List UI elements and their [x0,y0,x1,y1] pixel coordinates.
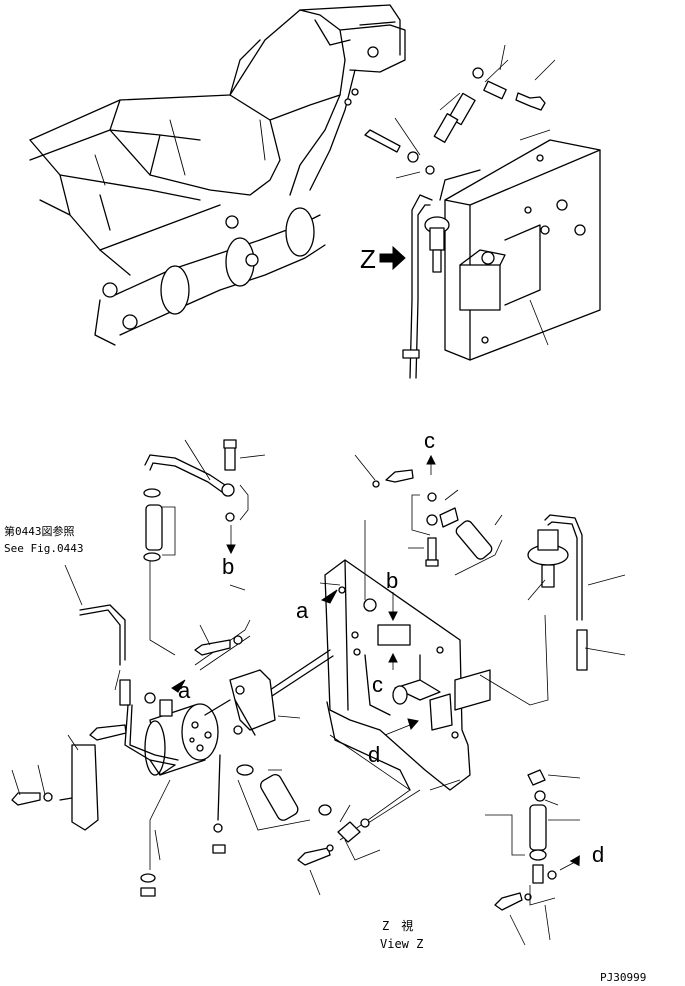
callout-a-mid: a [296,598,309,623]
a-arrow-mid-icon [320,589,338,604]
bolts-left [11,624,243,831]
callout-c-top: c [424,428,435,453]
harness-left [64,564,179,766]
mounting-plate-top [444,139,601,361]
machine-frame [29,4,406,276]
arrow-down-icon [388,611,398,622]
drawing-code: PJ30999 [600,971,646,984]
d-arrow-shaft [559,861,576,871]
callout-d-right: d [592,842,604,867]
arrow-right-icon [569,855,580,867]
hose-assembly-right-top [354,454,503,576]
arrow-up-icon [388,652,398,663]
bolts-bottom-center [297,804,381,896]
arrow-down-icon [226,544,236,555]
view-arrow-icon [379,245,406,271]
starter-solenoid [144,699,221,821]
reference-en: See Fig.0443 [4,542,83,555]
mounting-plate-view-z [324,559,491,791]
callout-d-mid: d [368,742,380,767]
view-caption-jp: Z 視 [382,918,413,933]
d-arrow-mid-shaft [384,724,411,736]
callout-c-mid: c [372,672,383,697]
view-caption-en: View Z [380,937,423,951]
relay-bracket [204,669,276,736]
callout-b-top: b [222,554,234,579]
reference-jp: 第0443図参照 [4,524,75,538]
arrow-right-icon [407,718,419,731]
hose-assembly-bottom-left [140,764,332,897]
callout-z: Z [360,244,376,274]
drive-shaft [94,207,326,346]
pressure-switch-top [402,169,481,379]
callout-b-mid: b [386,568,398,593]
pressure-switch-right [527,514,626,671]
hardware-top [364,44,556,346]
hose-assembly-right-bottom [485,769,581,946]
callout-a-left: a [178,678,191,703]
a-arrow-left-icon [171,679,186,693]
arrow-up-icon [426,454,436,465]
orphan-leaders [154,582,341,861]
hose-assembly-left [143,439,266,562]
